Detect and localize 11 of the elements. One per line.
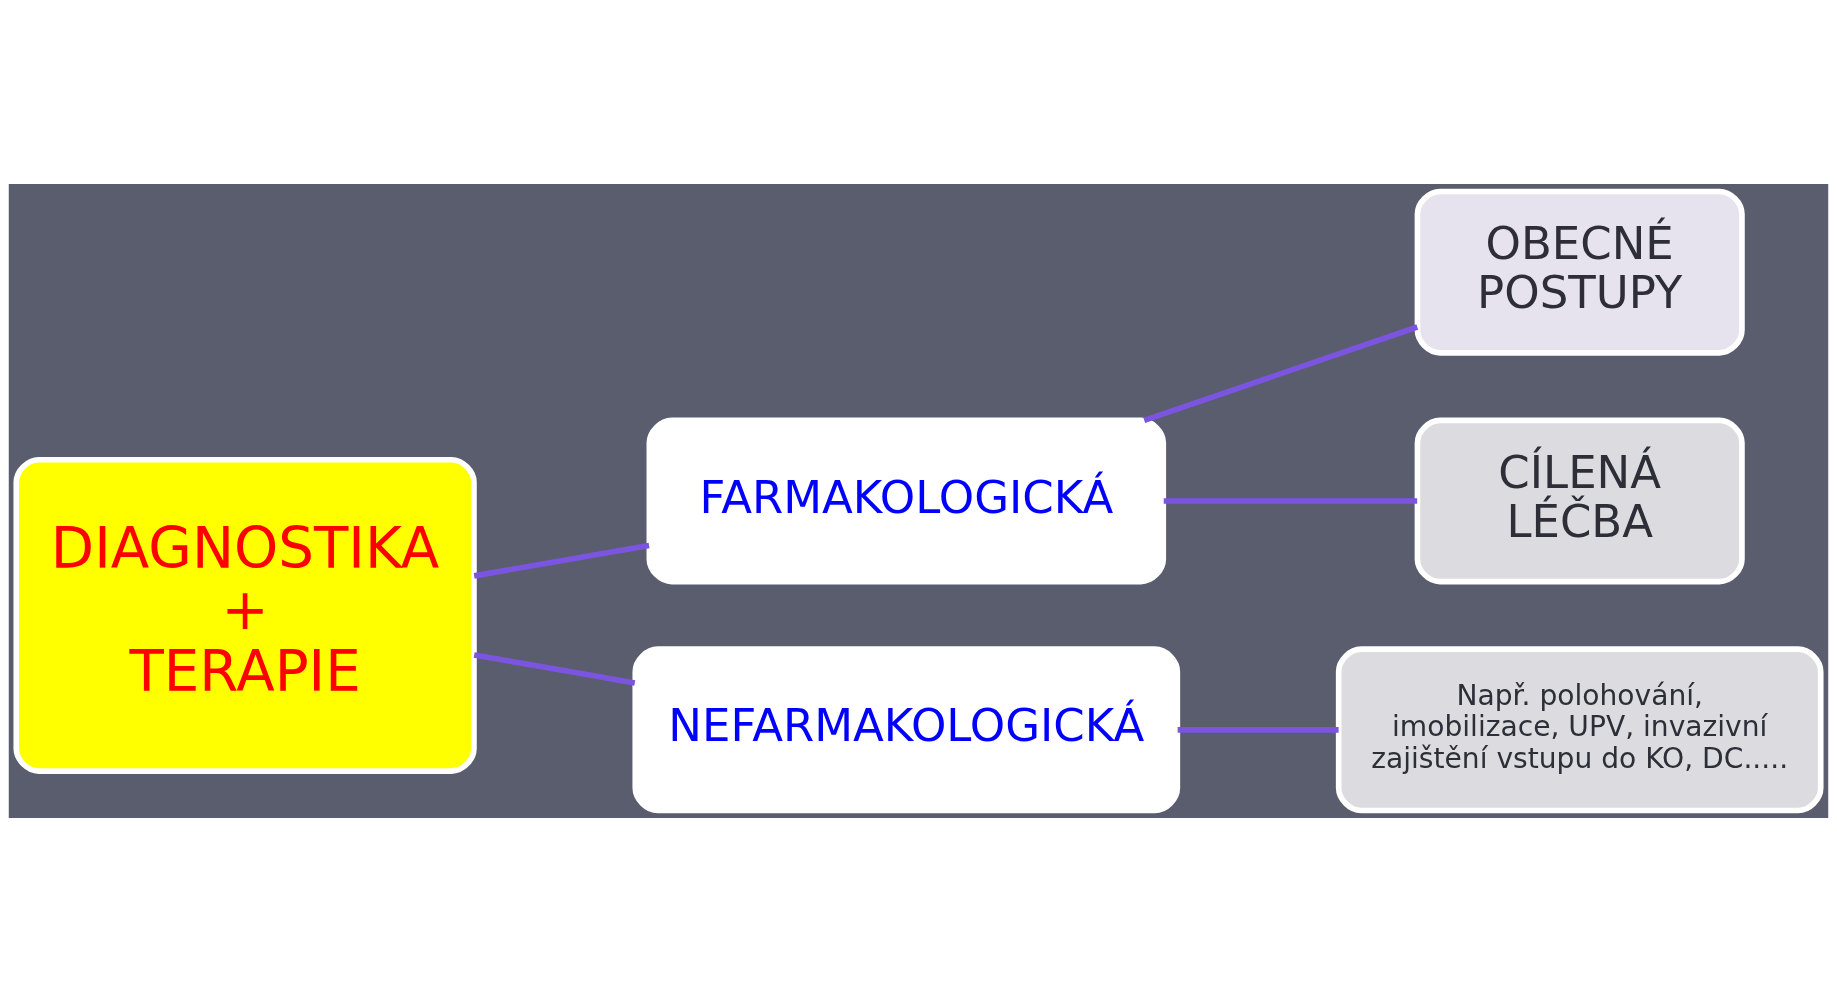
node-box: FARMAKOLOGICKÁ xyxy=(646,417,1167,585)
connector xyxy=(1177,727,1339,733)
connector xyxy=(1163,498,1418,504)
node-box: CÍLENÁ LÉČBA xyxy=(1414,417,1745,585)
node-box: OBECNÉ POSTUPY xyxy=(1414,188,1745,356)
connector xyxy=(1143,324,1419,423)
node-box: DIAGNOSTIKA + TERAPIE xyxy=(13,456,477,774)
connector xyxy=(473,652,636,686)
connector xyxy=(473,542,650,579)
node-box: NEFARMAKOLOGICKÁ xyxy=(632,646,1181,814)
node-box: Např. polohování, imobilizace, UPV, invazivní zajištění vstupu do KO, DC..... xyxy=(1335,646,1824,814)
